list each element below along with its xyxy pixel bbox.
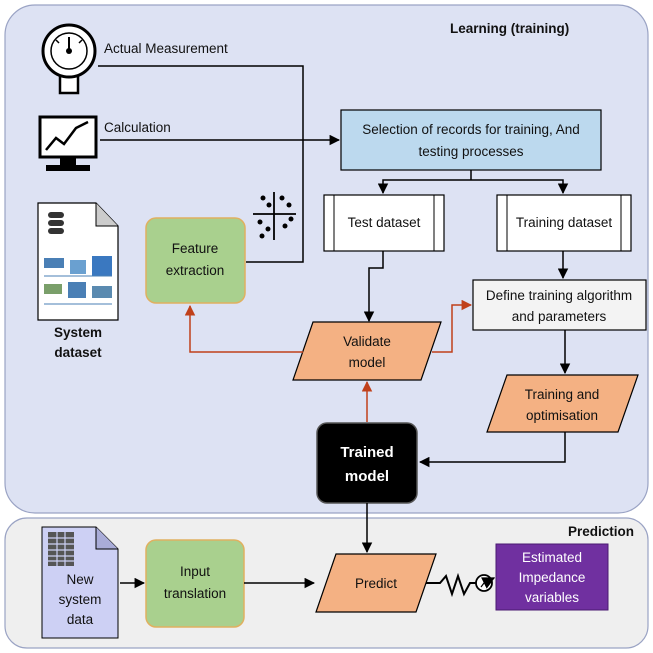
training-optimisation-label-1: Training and [525,387,600,402]
test-dataset-box [323,194,445,252]
estimated-label-3: variables [525,590,579,605]
scatter-plot-icon [253,192,296,240]
trained-model-label-2: model [345,468,389,485]
input-translation-box [145,539,245,628]
selection-label-1: Selection of records for training, And [362,122,580,137]
trained-model-label-1: Trained [340,444,393,461]
validate-to-feature-arrow [184,304,303,353]
training-dataset-box [496,194,632,252]
training-optimisation-shape [486,374,639,433]
predict-squiggle-line [426,572,476,598]
feature-extraction-label-2: extraction [166,263,225,278]
prediction-title: Prediction [568,524,634,539]
predict-label: Predict [355,576,397,591]
training-dataset-label: Training dataset [516,215,613,230]
meter-to-estimated-arrow [481,577,496,589]
validate-model-label-2: model [349,355,386,370]
define-algorithm-label-2: and parameters [512,309,607,324]
estimated-label-1: Estimated [522,550,582,565]
estimated-label-2: Impedance [519,570,586,585]
learning-title: Learning (training) [450,21,569,36]
trained-model-box [316,422,418,504]
define-algorithm-label-1: Define training algorithm [486,288,632,303]
new-system-data-label-2: system [59,592,102,607]
new-system-data-label-1: New [66,572,93,587]
selection-box [340,109,602,171]
input-translation-label-1: Input [180,564,210,579]
system-dataset-label-1: System [54,325,102,340]
estimated-variables-box [495,543,609,611]
meter-icon [475,574,493,592]
training-optimisation-label-2: optimisation [526,408,598,423]
input-translation-label-2: translation [164,586,226,601]
selection-to-training-arrow [471,179,569,195]
monitor-chart-icon [38,115,98,171]
actual-measurement-label: Actual Measurement [104,41,228,56]
selection-label-2: testing processes [418,144,523,159]
new-system-data-label-3: data [67,612,94,627]
feature-extraction-label-1: Feature [172,241,219,256]
training-to-trained-arrow [418,432,566,468]
validate-model-label-1: Validate [343,334,391,349]
gauge-icon [41,23,97,95]
predict-shape [315,553,437,613]
selection-to-test-arrow [377,179,471,195]
calculation-label: Calculation [104,120,171,135]
system-dataset-icon [37,202,119,321]
system-dataset-label-2: dataset [54,345,102,360]
validate-to-define-arrow [432,299,473,353]
define-algorithm-box [472,279,647,331]
validate-model-shape [292,321,442,381]
test-dataset-label: Test dataset [348,215,421,230]
test-to-validate-arrow [363,251,384,323]
measurement-line [98,65,304,263]
feature-extraction-box [145,217,246,304]
spreadsheet-icon [48,532,74,566]
